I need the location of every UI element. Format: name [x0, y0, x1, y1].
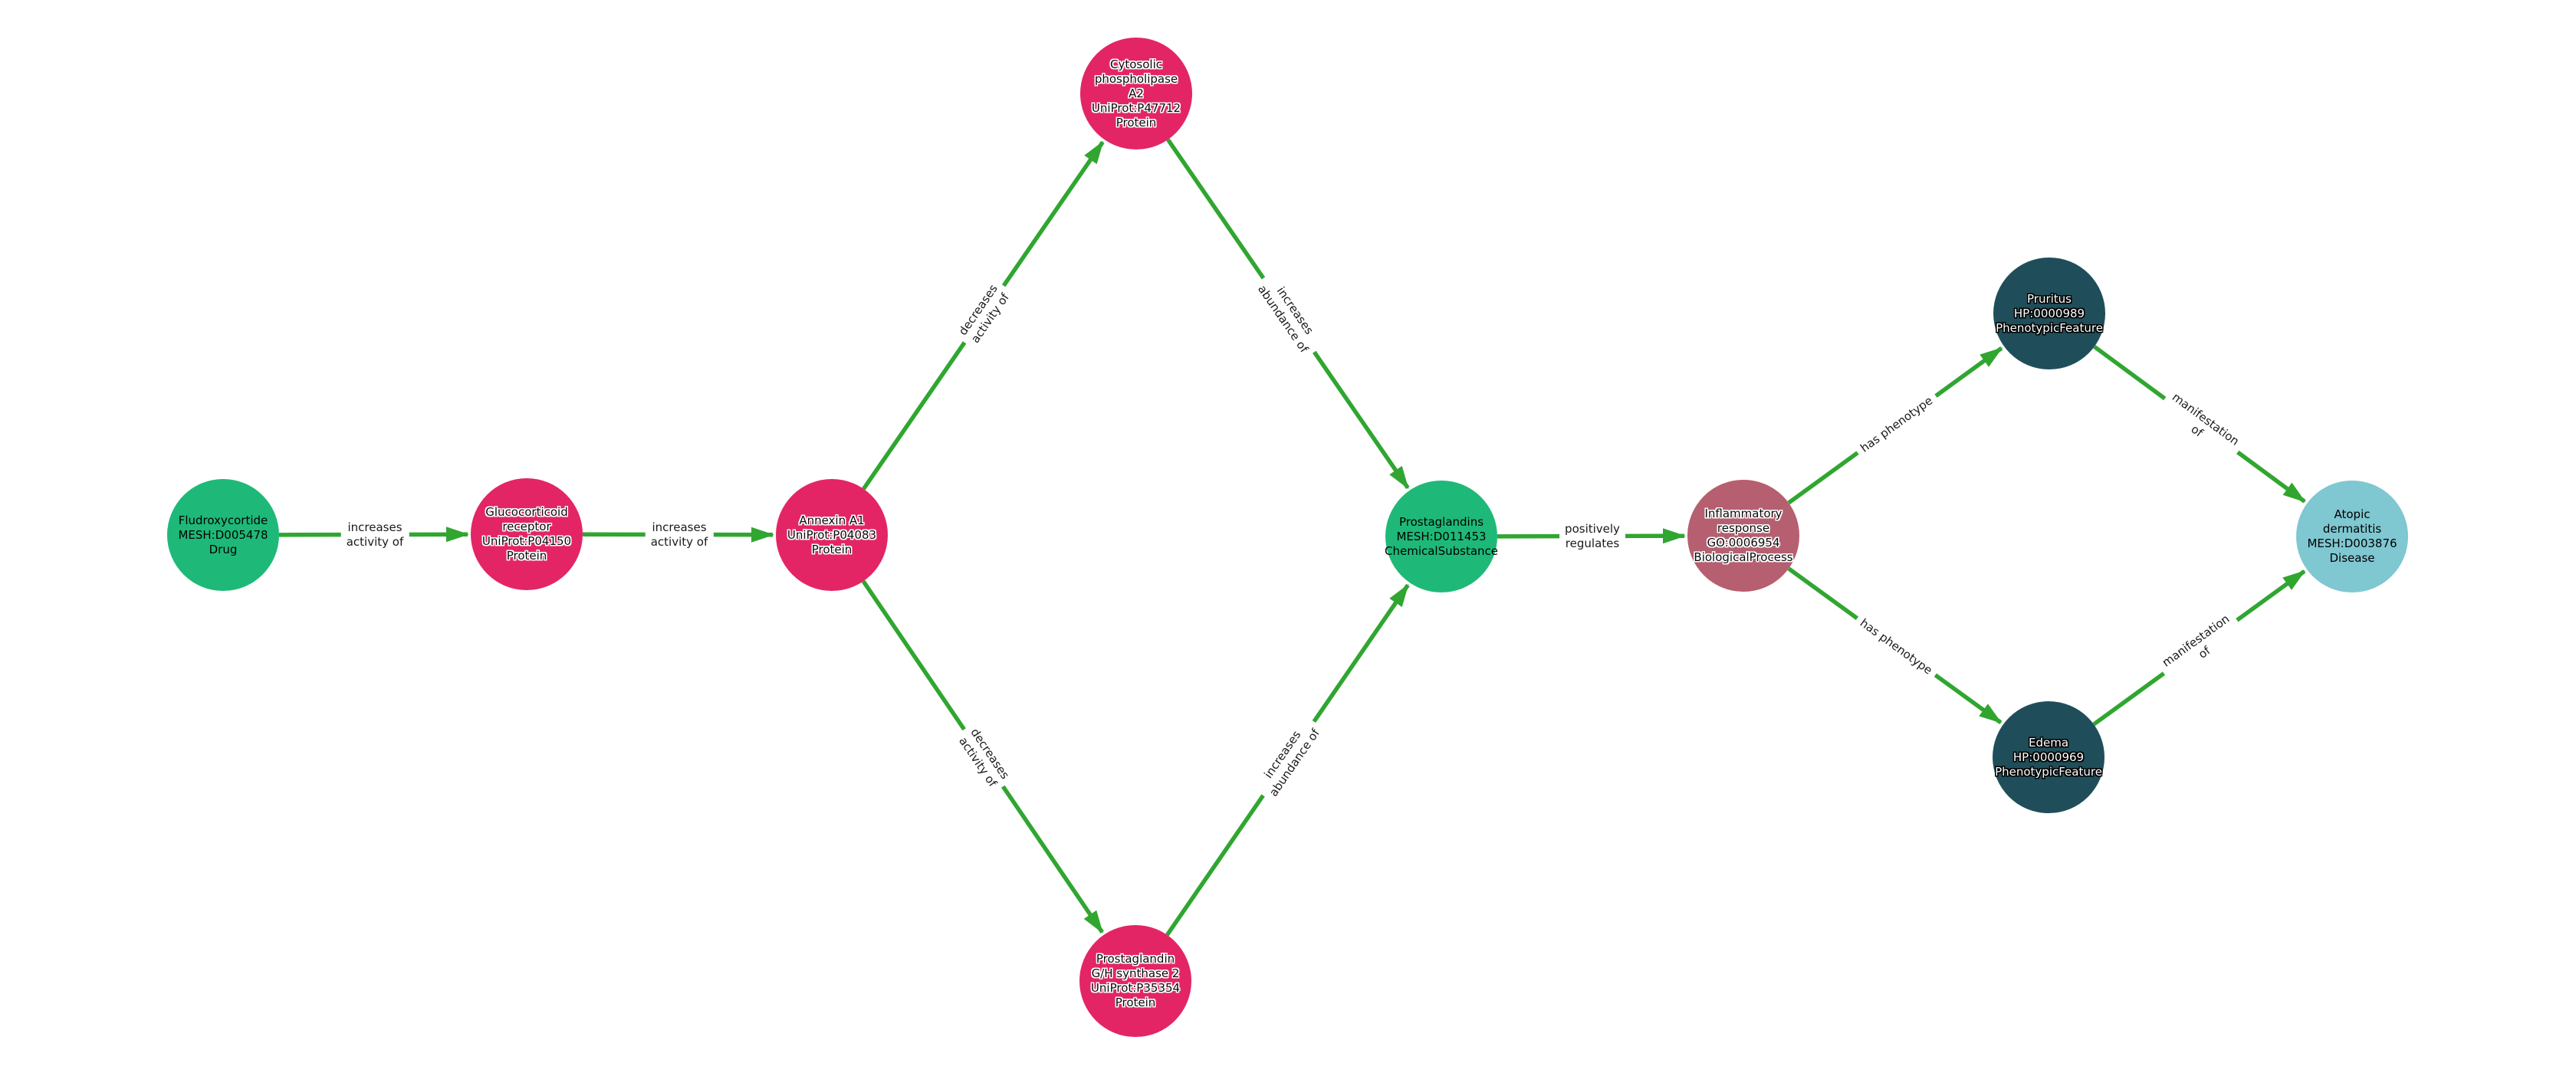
node-label-line: Prostaglandins — [1398, 514, 1484, 529]
node-label-line: HP:0000969 — [2013, 750, 2085, 764]
edge-label-line: activity of — [650, 534, 708, 549]
node-label-line: ChemicalSubstance — [1385, 543, 1499, 558]
node-label-line: Prostaglandin — [1096, 952, 1175, 966]
node-label-line: Annexin A1 — [799, 513, 865, 527]
node-label-line: receptor — [502, 520, 551, 533]
node-label-line: Protein — [1116, 115, 1157, 130]
node-label-line: Inflammatory — [1704, 507, 1783, 520]
edge-label-line: increases — [652, 520, 707, 534]
node-label-line: MESH:D011453 — [1396, 529, 1487, 543]
node-label-line: Edema — [2028, 735, 2069, 750]
node-label-line: MESH:D003876 — [2307, 536, 2397, 550]
edge-label-line: increases — [347, 520, 402, 534]
edge-label-line: regulates — [1565, 536, 1620, 550]
node-label-line: phospholipase — [1094, 71, 1178, 86]
edge-label-line: activity of — [346, 534, 404, 549]
node-label-line: GO:0006954 — [1707, 536, 1780, 550]
edge-label-line: positively — [1565, 521, 1620, 536]
node-label-line: UniProt:P04083 — [787, 527, 877, 542]
node-label-line: Protein — [1115, 996, 1156, 1009]
node-label-line: Protein — [811, 542, 853, 556]
node-label-line: Cytosolic — [1110, 57, 1162, 71]
node-label-line: Drug — [209, 542, 238, 556]
node-label-line: Pruritus — [2027, 291, 2072, 306]
node-label-line: Protein — [506, 549, 547, 563]
node-label-line: UniProt:P04150 — [481, 534, 572, 548]
node-label-line: MESH:D005478 — [178, 527, 268, 542]
node-label-line: G/H synthase 2 — [1091, 966, 1180, 980]
node-label-line: Glucocorticoid — [485, 505, 568, 519]
node-label-line: Atopic — [2334, 507, 2371, 521]
node-label-line: response — [1717, 521, 1770, 535]
node-label-line: dermatitis — [2322, 522, 2382, 536]
node-label-line: Fludroxycortide — [178, 513, 268, 527]
node-label-line: UniProt:P35354 — [1090, 981, 1181, 995]
node-label-line: PhenotypicFeature — [1995, 764, 2102, 779]
node-label-line: A2 — [1129, 86, 1144, 100]
node-label-line: Disease — [2329, 551, 2375, 565]
node-label-line: UniProt:P47712 — [1091, 100, 1181, 115]
node-label-line: PhenotypicFeature — [1996, 320, 2103, 335]
node-label-line: HP:0000989 — [2013, 306, 2085, 320]
node-label-line: BiologicalProcess — [1694, 550, 1793, 564]
